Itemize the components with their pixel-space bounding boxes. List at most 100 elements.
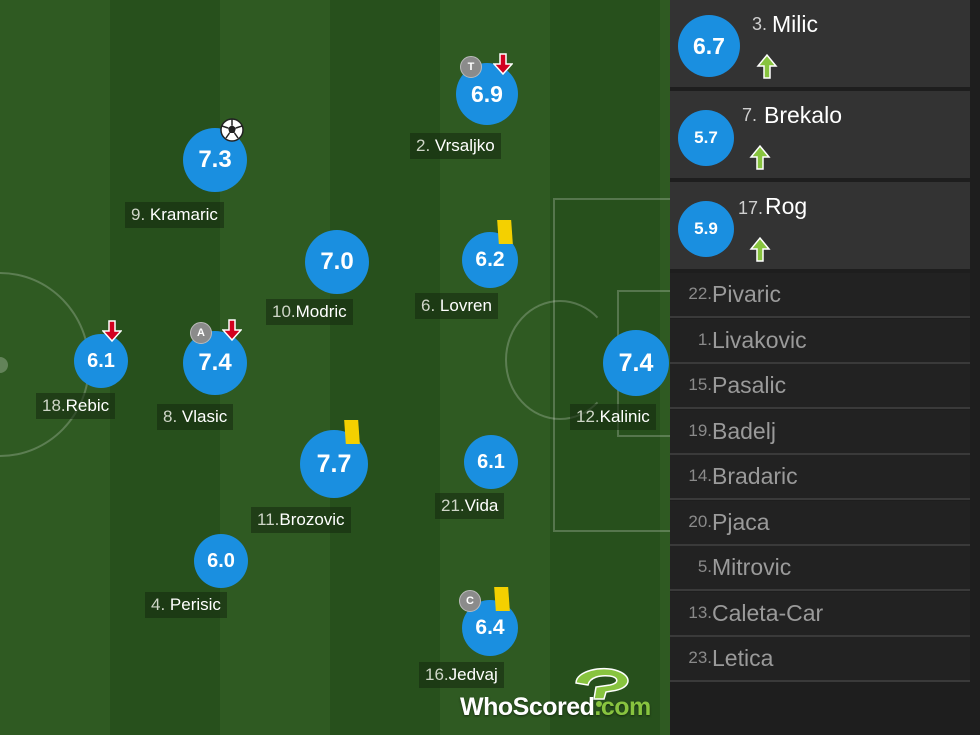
player-number: 18. [42,396,66,415]
captain-badge: C [459,590,481,612]
bench-row[interactable]: 14.Bradaric [670,455,970,500]
bench-row[interactable]: 23.Letica [670,637,970,682]
player-name: Rog [765,193,808,219]
penalty-arc [505,300,615,420]
player-number: 19. [688,421,712,440]
player-number: 20. [688,512,712,531]
sub-off-icon [493,53,513,75]
tackle-badge: T [460,56,482,78]
player-label: 16.Jedvaj [419,662,504,688]
player-name: Kramaric [149,205,218,224]
sub-off-icon [222,319,242,341]
player-name: Pasalic [712,372,787,398]
player-label: 21.Vida [435,493,505,519]
bench-row[interactable]: 1.Livakovic [670,319,970,364]
pitch: 7.3 9. Kramaric 7.0 10.Modric 6.1 18.Reb… [0,0,670,735]
player-number: 1. [697,330,712,349]
player-label: 11.Brozovic [251,507,351,533]
player-name: Bradaric [712,463,798,489]
player-number: 22. [688,284,712,303]
player-number: 2. [416,136,431,155]
player-name: Vlasic [181,407,228,426]
player-name: Letica [712,645,774,671]
player-rating: 6.1 [74,334,128,388]
bench-row[interactable]: 15.Pasalic [670,364,970,409]
player-rating: 7.0 [305,230,369,294]
player-number: 11. [257,510,280,529]
brand-main: WhoScored [460,693,595,721]
assist-badge: A [190,322,212,344]
player-number: 6. [421,296,436,315]
player-label: 9. Kramaric [125,202,224,228]
player-rating: 6.9 [456,63,518,125]
bench-row[interactable]: 5.Mitrovic [670,546,970,591]
player-name: Pjaca [712,509,770,535]
bench-row[interactable]: 22.Pivaric [670,273,970,318]
bench-row[interactable]: 20.Pjaca [670,501,970,546]
player-number: 9. [131,205,146,224]
player-name: Vida [464,496,499,515]
player-name: Jedvaj [448,665,498,684]
player-name: Rebic [65,396,110,415]
whoscored-logo-icon [575,667,629,707]
brand-suffix: .com [594,693,651,721]
player-name: Perisic [169,595,221,614]
player-name: Caleta-Car [712,600,824,626]
sub-row-rog[interactable]: 5.9 17. Rog [670,182,970,271]
bench-row[interactable]: 19.Badelj [670,410,970,455]
player-number: 10. [272,302,296,321]
yellow-card-icon [344,420,360,444]
player-label: 12.Kalinic [570,404,656,430]
player-label: 8. Vlasic [157,404,234,430]
player-rating: 5.9 [678,201,734,257]
player-number: 7. [742,105,758,125]
player-name: Brekalo [764,102,842,128]
player-name: Vrsaljko [434,136,495,155]
player-number: 4. [151,595,166,614]
player-rating: 6.0 [194,534,248,588]
whoscored-wordmark: WhoScored.com [460,693,651,722]
player-name: Badelj [712,418,776,444]
yellow-card-icon [497,220,513,244]
yellow-card-icon [494,587,510,611]
player-rating: 7.4 [603,330,669,396]
centre-spot [0,357,8,373]
player-name: Modric [295,302,347,321]
player-number: 23. [688,648,712,667]
player-label: 2. Vrsaljko [410,133,501,159]
whoscored-watermark: WhoScored.com [458,665,668,727]
substitutes-panel: 6.7 3. Milic 5.7 7. Brekalo 5.9 17. Rog … [670,0,980,735]
sub-on-icon [756,53,778,79]
player-name: Milic [772,11,818,37]
player-name: Livakovic [712,327,807,353]
player-number: 15. [688,375,712,394]
sub-on-icon [749,144,771,170]
player-label: 4. Perisic [145,592,227,618]
sub-row-brekalo[interactable]: 5.7 7. Brekalo [670,91,970,180]
player-rating: 6.7 [678,15,740,77]
player-rating: 6.1 [464,435,518,489]
sub-off-icon [102,320,122,342]
player-number: 16. [425,665,449,684]
goal-icon [220,118,244,142]
player-label: 18.Rebic [36,393,116,419]
player-number: 5. [697,557,712,576]
player-name: Brozovic [279,510,345,529]
player-rating: 5.7 [678,110,734,166]
player-number: 21. [441,496,465,515]
player-number: 17. [738,198,764,218]
player-number: 14. [688,466,712,485]
player-name: Lovren [439,296,492,315]
sub-row-milic[interactable]: 6.7 3. Milic [670,0,970,89]
player-number: 8. [163,407,178,426]
sub-on-icon [749,236,771,262]
player-name: Pivaric [712,281,782,307]
bench-row[interactable]: 13.Caleta-Car [670,592,970,637]
player-number: 12. [576,407,600,426]
player-number: 3. [752,14,768,34]
player-number: 13. [688,603,712,622]
player-label: 6. Lovren [415,293,498,319]
player-name: Mitrovic [712,554,792,580]
player-label: 10.Modric [266,299,353,325]
player-name: Kalinic [599,407,650,426]
